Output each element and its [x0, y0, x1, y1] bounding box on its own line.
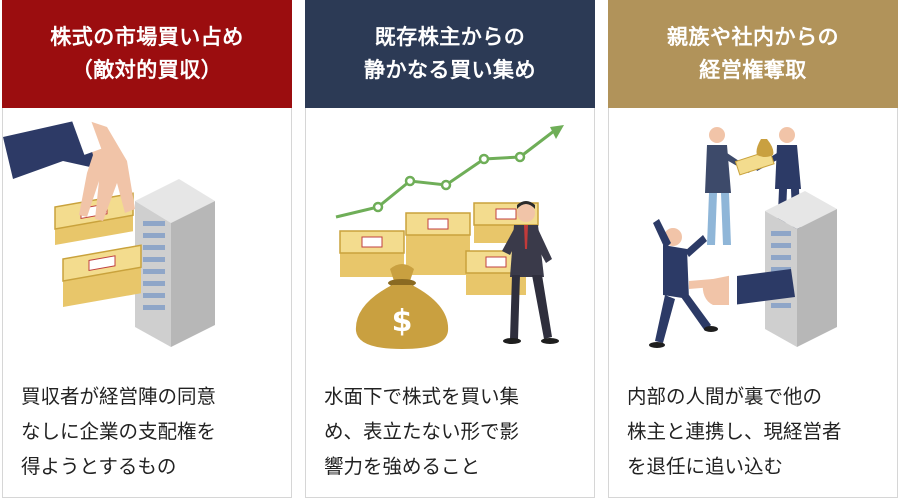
building-icon [135, 179, 215, 347]
description-line: 響力を強めること [324, 455, 481, 478]
panel-title-line: 株式の市場買い占め [50, 25, 244, 49]
pointing-hand-icon [689, 269, 795, 307]
panel-quiet-accumulation: 既存株主からの 静かなる買い集め [305, 0, 595, 498]
businessman-icon [649, 219, 718, 348]
panel-title-line: 静かなる買い集め [364, 58, 536, 82]
panel-title-line: 経営権奪取 [699, 58, 807, 82]
panel-description: 水面下で株式を買い集 め、表立たない形で影 響力を強めること [324, 379, 584, 484]
description-line: 株主と連携し、現経営者 [627, 420, 842, 443]
description-line: め、表立たない形で影 [324, 420, 520, 443]
panel-hostile-takeover: 株式の市場買い占め （敵対的買収） [2, 0, 292, 498]
panel-title-line: 親族や社内からの [667, 25, 839, 49]
description-line: 内部の人間が裏で他の [627, 385, 823, 408]
panel-title-line: 既存株主からの [374, 25, 526, 49]
businessman-icon [502, 201, 559, 344]
panel-header: 株式の市場買い占め （敵対的買収） [2, 0, 292, 108]
stock-certificate-icon [339, 202, 539, 295]
panel-header: 既存株主からの 静かなる買い集め [305, 0, 595, 108]
panel-title-line: （敵対的買収） [71, 58, 223, 82]
panel-header: 親族や社内からの 経営権奪取 [608, 0, 898, 108]
illustration: $ [306, 109, 594, 364]
trend-line-icon [335, 125, 564, 219]
panel-internal-takeover: 親族や社内からの 経営権奪取 [608, 0, 898, 498]
description-line: 買収者が経営陣の同意 [21, 385, 217, 408]
description-line: 水面下で株式を買い集 [324, 385, 520, 408]
building-icon [765, 191, 837, 347]
hand-icon [3, 111, 135, 221]
illustration [609, 109, 897, 364]
money-bag-symbol: $ [392, 304, 413, 339]
panel-description: 買収者が経営陣の同意 なしに企業の支配権を 得ようとするもの [21, 379, 281, 484]
description-line: なしに企業の支配権を [21, 420, 217, 443]
description-line: 得ようとするもの [21, 455, 177, 478]
description-line: を退任に追い込む [627, 455, 784, 478]
money-bag-icon: $ [355, 264, 449, 349]
handshake-icon [705, 127, 801, 245]
illustration [3, 109, 291, 364]
panel-description: 内部の人間が裏で他の 株主と連携し、現経営者 を退任に追い込む [627, 379, 887, 484]
